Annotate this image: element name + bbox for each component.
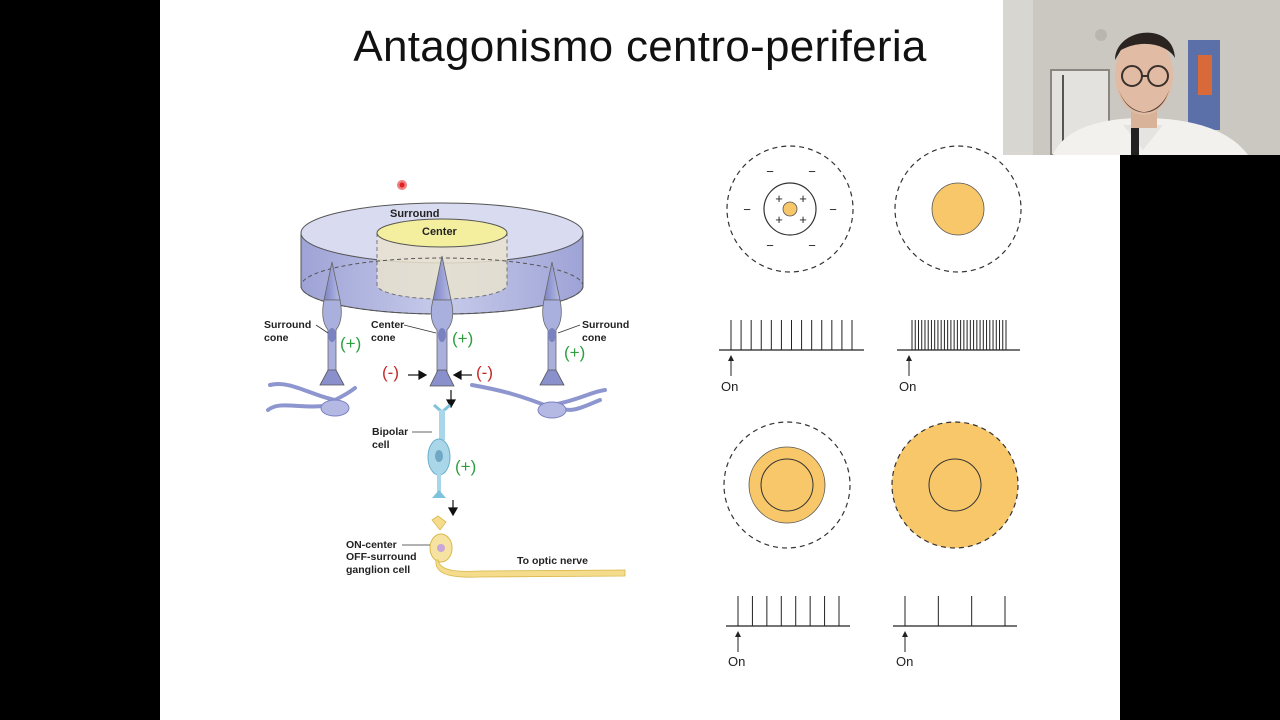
svg-text:−: −: [766, 238, 774, 253]
right-cone-excitatory-sign: (+): [564, 343, 585, 362]
onset-arrowhead: [735, 631, 741, 637]
center-boundary: [763, 182, 817, 236]
svg-text:−: −: [743, 202, 751, 217]
onset-arrowhead: [728, 355, 734, 361]
stimulus-spot: [748, 446, 826, 524]
surround-minus-signs: − − − − − −: [743, 164, 837, 253]
laser-pointer: [397, 180, 407, 190]
panel-full-field: [891, 421, 1019, 549]
left-cone-label: Surround cone: [264, 319, 314, 344]
spike-train-1: [719, 320, 864, 376]
bipolar-label: Bipolar cell: [372, 426, 411, 451]
right-horizontal-cell: [470, 383, 607, 419]
surround-boundary: [723, 421, 851, 549]
center-cone: [429, 255, 455, 387]
surround-boundary: [726, 145, 854, 273]
slide: Antagonismo centro-periferia: [160, 0, 1120, 720]
left-cone: [319, 261, 345, 386]
left-cone-excitatory-sign: (+): [340, 334, 361, 353]
inhibition-arrows: [408, 369, 472, 409]
panel-partial-surround: [723, 421, 851, 549]
retina-diagram: Surround Center: [264, 180, 632, 578]
panel-center-spot: [894, 145, 1022, 273]
onset-arrowhead: [902, 631, 908, 637]
center-boundary: [928, 458, 982, 512]
receptive-field-panels: + + + + − − − − − −: [719, 145, 1022, 669]
ganglion-cell: [429, 515, 626, 578]
bipolar-cell: [427, 403, 451, 498]
left-inhibitory-sign: (-): [382, 363, 399, 382]
svg-text:+: +: [775, 191, 783, 206]
stimulus-spot: [931, 182, 985, 236]
svg-text:−: −: [829, 202, 837, 217]
presenter-video-feed: [1003, 0, 1280, 155]
left-horizontal-cell: [266, 382, 357, 417]
presenter-webcam: [1003, 0, 1280, 155]
svg-text:+: +: [775, 212, 783, 227]
onset-arrowhead: [906, 355, 912, 361]
right-cone: [539, 261, 565, 386]
svg-text:+: +: [799, 191, 807, 206]
onset-label: On: [896, 654, 913, 669]
svg-text:−: −: [766, 164, 774, 179]
bipolar-excitatory-sign: (+): [455, 457, 476, 476]
right-cone-label: Surround cone: [582, 319, 632, 344]
svg-text:−: −: [808, 238, 816, 253]
stimulus-spot: [891, 421, 1019, 549]
onset-label: On: [721, 379, 738, 394]
spike-train-4: [893, 596, 1017, 652]
svg-text:+: +: [799, 212, 807, 227]
onset-label: On: [728, 654, 745, 669]
center-cone-label: Center cone: [371, 319, 407, 344]
svg-text:−: −: [808, 164, 816, 179]
center-boundary: [760, 458, 814, 512]
center-plus-signs: + + + +: [775, 191, 807, 227]
bipolar-arrow: [447, 500, 459, 517]
stimulus-spot: [782, 201, 798, 217]
spike-train-3: [726, 596, 850, 652]
onset-label: On: [899, 379, 916, 394]
surround-boundary: [894, 145, 1022, 273]
surround-label: Surround: [390, 208, 440, 220]
center-label: Center: [422, 226, 458, 238]
center-cone-excitatory-sign: (+): [452, 329, 473, 348]
spike-train-2: [897, 320, 1020, 376]
ganglion-label: ON-center OFF-surround ganglion cell: [346, 539, 420, 576]
slide-title: Antagonismo centro-periferia: [353, 22, 927, 71]
right-inhibitory-sign: (-): [476, 363, 493, 382]
optic-nerve-label: To optic nerve: [517, 555, 588, 567]
panel-small-spot: + + + + − − − − − −: [726, 145, 854, 273]
